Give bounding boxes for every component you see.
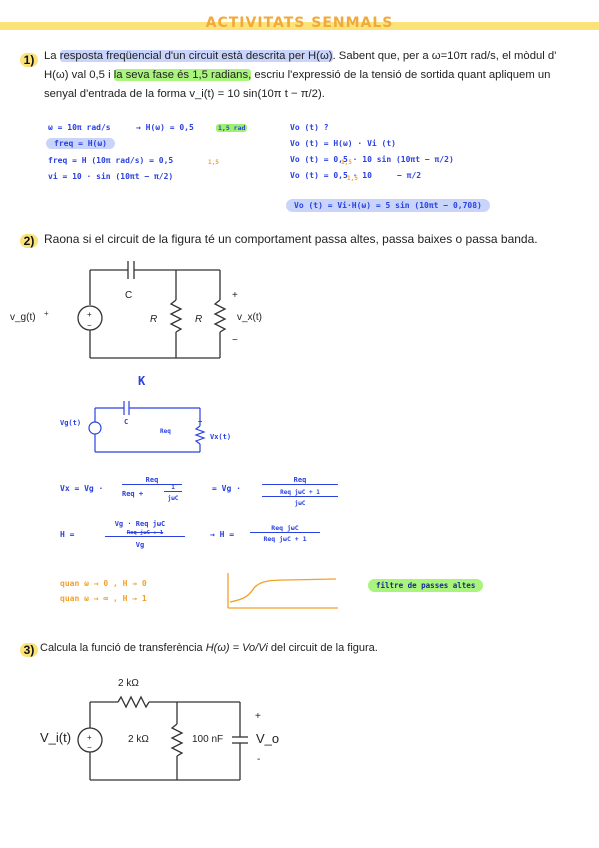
note-vo-question: Vo (t) ? <box>290 123 329 132</box>
sketch-plus: + <box>198 418 203 426</box>
note-vo-step: Vo (t) = 0,5 · 10 <box>290 171 372 180</box>
eq2-result-denominator: Req jωC + 1 <box>263 535 307 543</box>
eq1-right-numerator: Req <box>262 476 338 485</box>
q2-label-vg: v_g(t) <box>10 312 36 323</box>
q3-circuit-diagram <box>77 695 248 781</box>
eq2-numerator: Vg · Req jωC <box>114 520 166 528</box>
q3-label-vi: V_i(t) <box>40 730 72 745</box>
eq1-denominator: Req + <box>122 490 144 498</box>
question-1-number: 1) <box>20 53 38 67</box>
q3-label-vo: V_o <box>256 731 280 746</box>
high-pass-response-sketch <box>227 573 338 609</box>
sketch-c: C <box>124 418 129 426</box>
eq1-middle: = Vg · <box>212 484 241 493</box>
q3-label-minus: - <box>257 754 261 765</box>
q1-line-2: H(ω) val 0,5 i la seva fase és 1,5 radia… <box>44 69 551 81</box>
eq1-den-frac-den: jωC <box>167 495 179 502</box>
q2-label-plus: + <box>232 290 238 301</box>
eq1-right-den-top: Req jωC + 1 <box>262 489 338 497</box>
note-freq: freq = H(ω) <box>46 138 115 149</box>
eq2-result-arrow: → H = <box>210 530 235 539</box>
note-vo-result: Vo (t) = Vi·H(ω) = 5 sin (10πt − 0,708) <box>286 199 490 212</box>
note-vo-sub: Vo (t) = 0,5 · 10 sin (10πt − π/2) <box>290 155 454 164</box>
handwritten-mark: K <box>138 374 146 388</box>
q3-source-minus-sign: − <box>87 743 92 752</box>
q3-label-r2: 2 kΩ <box>128 734 149 745</box>
question-2-number: 2) <box>20 234 38 248</box>
q1-line-3: senyal d'entrada de la forma v_i(t) = 10… <box>44 88 325 100</box>
eq2-numerator-sub: Req jωC + 1 <box>105 530 185 537</box>
note-vo-def: Vo (t) = H(ω) · Vi (t) <box>290 139 396 148</box>
q2-sketch-circuit <box>88 401 206 453</box>
note-vo-sub-phase: 1,5 <box>341 159 352 166</box>
eq2-left: H = <box>60 530 75 539</box>
note-h-omega: → H(ω) = 0,5 <box>136 123 194 132</box>
q2-label-r2: R <box>195 314 203 325</box>
q2-label-vx: v_x(t) <box>237 312 262 323</box>
q3-label-r1: 2 kΩ <box>118 678 139 689</box>
filter-conclusion: filtre de passes altes <box>368 579 484 592</box>
note-freq-sub: 1,5 <box>208 159 219 166</box>
eq1-den-frac-num: 1 <box>164 484 182 492</box>
sketch-vg: Vg(t) <box>60 419 82 427</box>
question-2-text: Raona si el circuit de la figura té un c… <box>44 232 538 246</box>
eq1-right-den-bot: jωC <box>294 500 306 507</box>
limit-omega-zero: quan ω → 0 , H → 0 <box>60 579 147 588</box>
q2-label-c: C <box>125 290 133 301</box>
note-freq-value: freq = H (10π rad/s) = 0,5 <box>48 156 174 165</box>
note-vi: vi = 10 · sin (10πt − π/2) <box>48 172 174 181</box>
eq2-denominator: Vg <box>135 541 145 549</box>
q2-circuit-diagram <box>77 261 227 359</box>
question-3-number: 3) <box>20 643 38 657</box>
eq1-numerator: Req <box>122 476 182 485</box>
phase-tag: 1,5 rad <box>216 124 248 132</box>
q3-label-c: 100 nF <box>192 734 224 745</box>
q2-label-minus: − <box>232 335 238 346</box>
question-3-text: Calcula la funció de transferència H(ω) … <box>40 642 378 654</box>
q2-source-plus-sign: + <box>87 310 92 319</box>
note-vo-step-phase: 1,5 <box>347 175 358 182</box>
q1-line-1: La resposta freqüencial d'un circuit est… <box>44 50 557 62</box>
sketch-vx: Vx(t) <box>210 433 232 441</box>
page-title: ACTIVITATS SENMALS <box>205 15 394 31</box>
note-omega: ω = 10π rad/s <box>48 123 111 132</box>
q1-highlight-response: resposta freqüencial d'un circuit està d… <box>59 50 333 62</box>
q2-source-plus: + <box>44 309 49 318</box>
question-1-text: La resposta freqüencial d'un circuit est… <box>44 47 584 104</box>
q2-label-r1: R <box>150 314 158 325</box>
q3-source-plus-sign: + <box>87 733 92 742</box>
q1-highlight-phase: la seva fase és 1,5 radians, <box>113 69 252 81</box>
limit-omega-infinity: quan ω → ∞ , H → 1 <box>60 594 147 603</box>
note-vo-step-tail: − π/2 <box>397 171 422 180</box>
q3-label-plus: + <box>255 711 261 722</box>
title-highlight <box>0 22 599 30</box>
q2-source-minus-sign: − <box>87 321 92 330</box>
q3-formula: H(ω) = Vo/Vi <box>205 642 268 654</box>
eq1-left: Vx = Vg · <box>60 484 104 493</box>
eq2-result-numerator: Req jωC <box>250 524 320 533</box>
sketch-req: Req <box>160 428 171 435</box>
